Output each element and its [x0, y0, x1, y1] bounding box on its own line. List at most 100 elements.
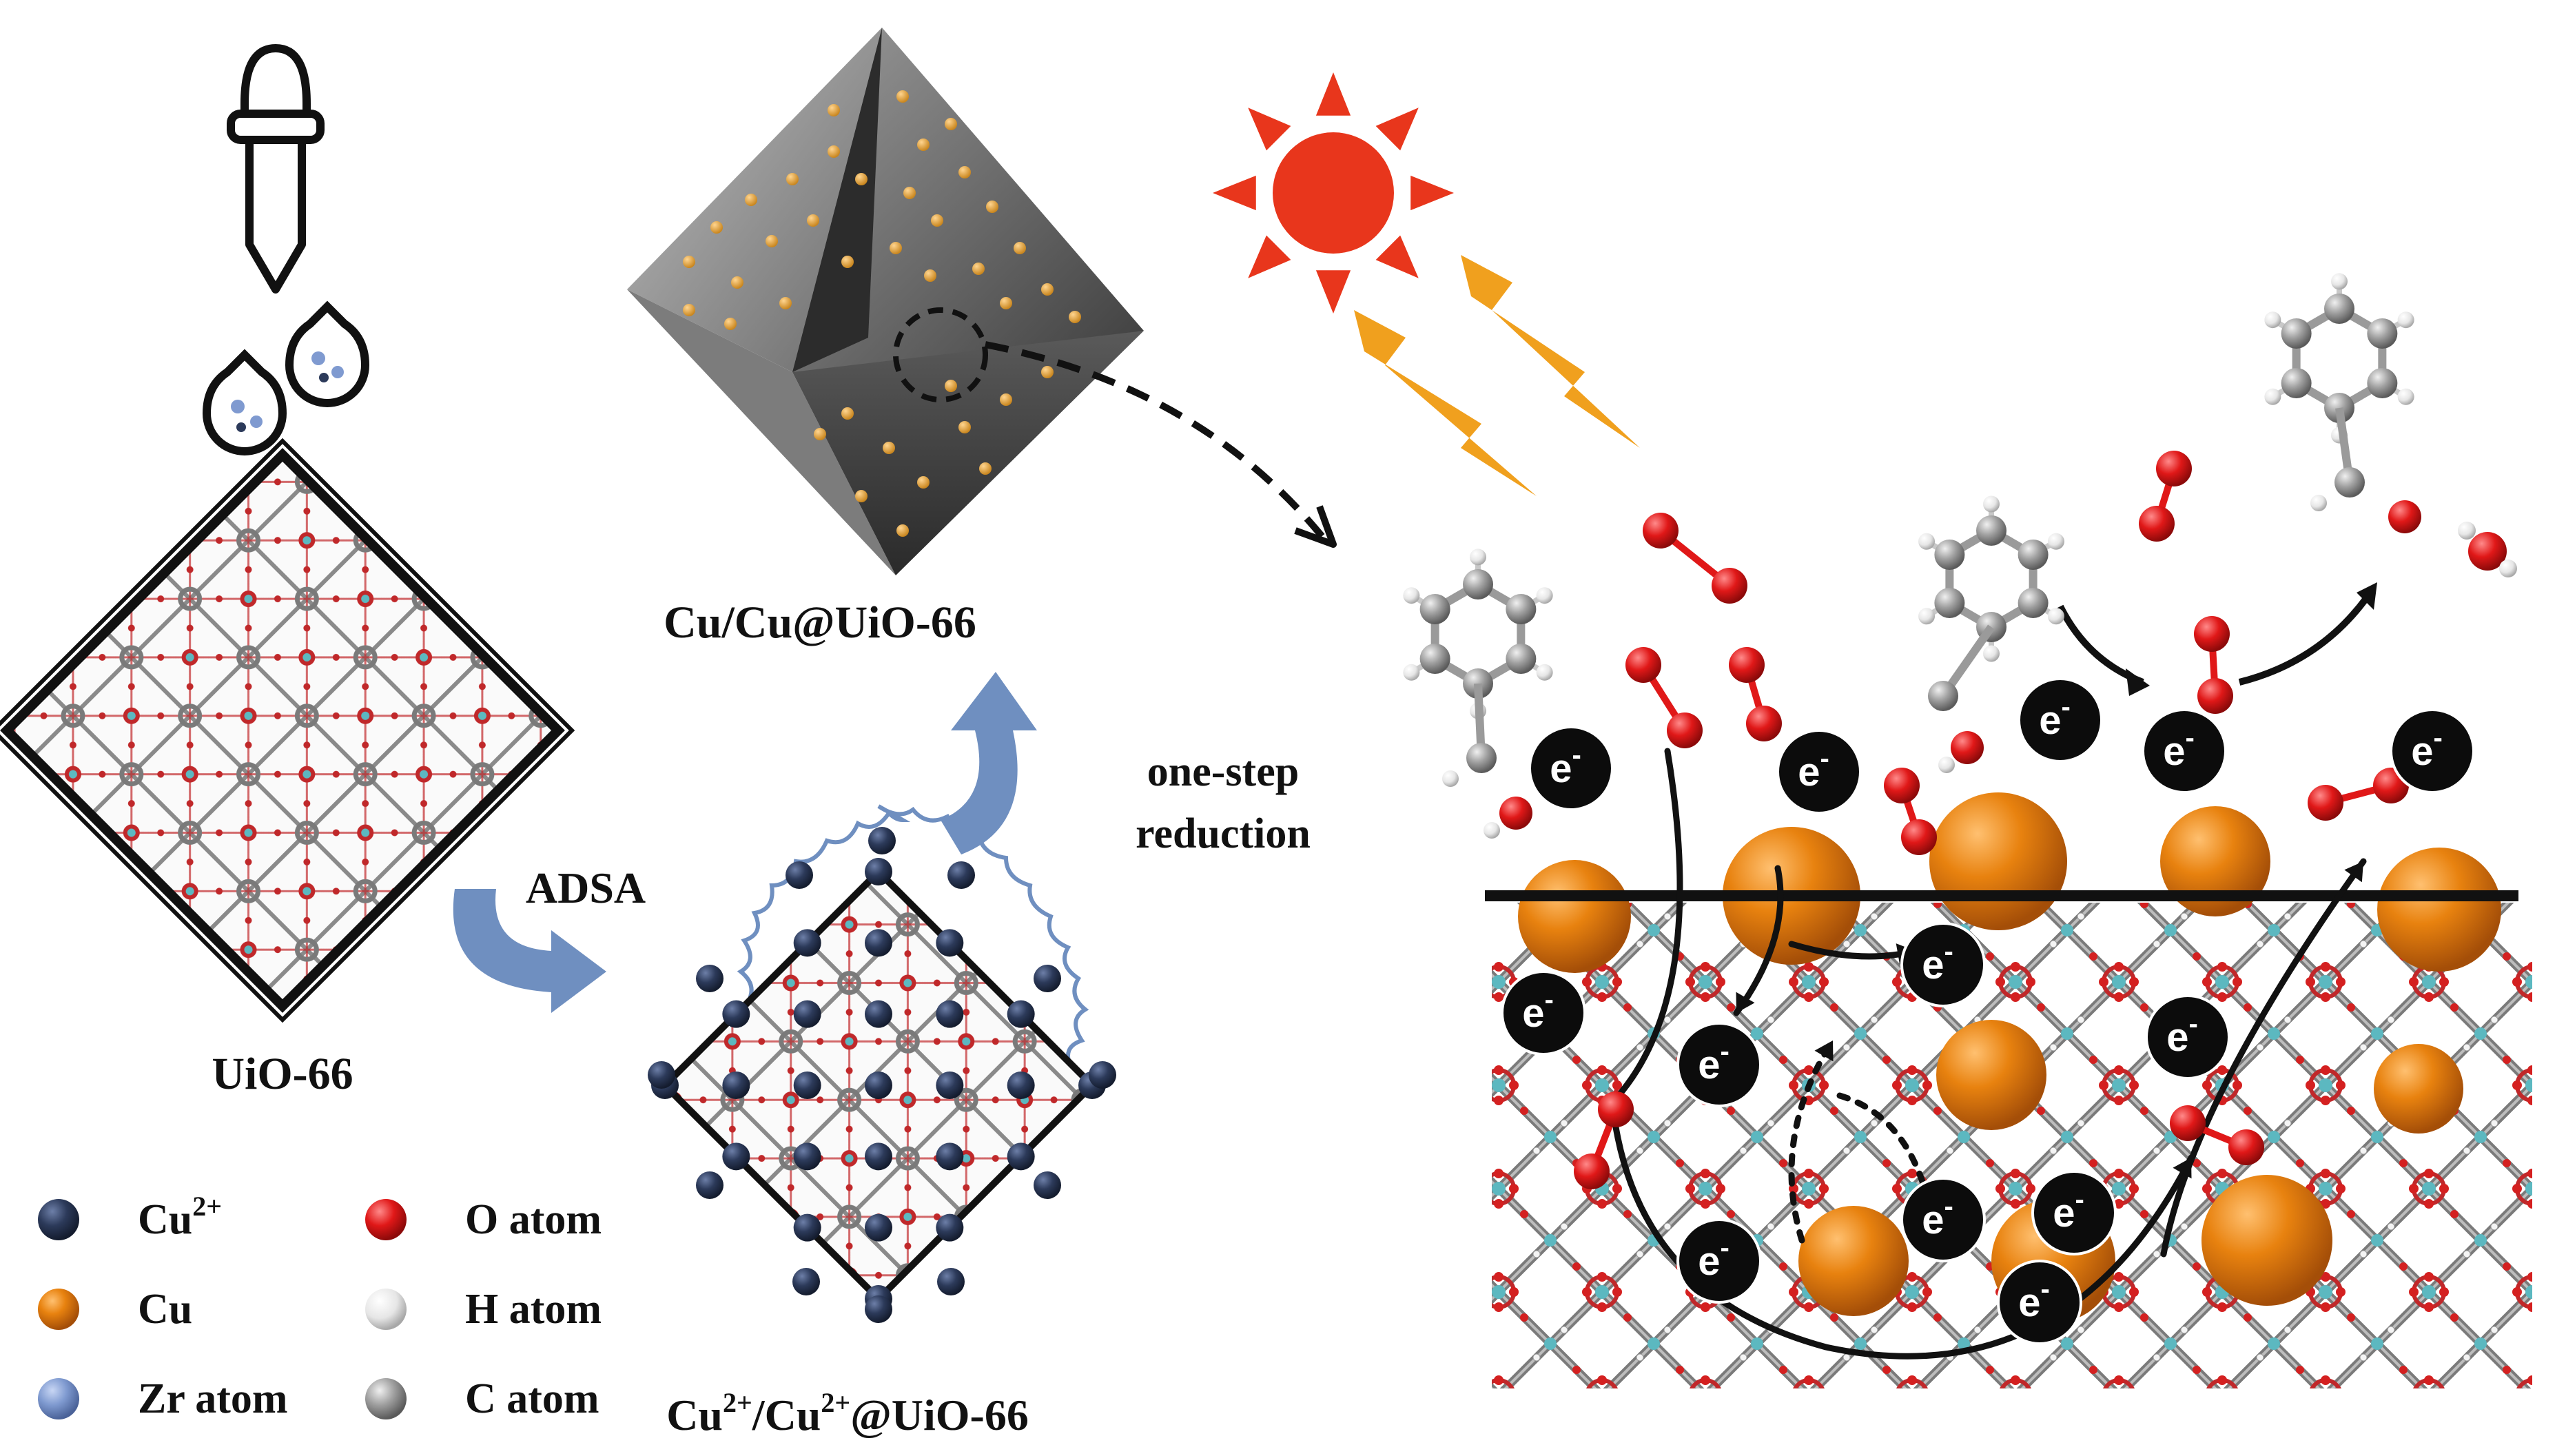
cu2-ion: [722, 1000, 750, 1028]
cu-particle-dot: [1000, 393, 1012, 406]
h-atom: [2047, 608, 2064, 625]
uio66-crystal: [0, 438, 575, 1023]
cu-nanoparticle: [2201, 1175, 2332, 1306]
electrons: e-e-e-e-e-e-e-e-e-e-e-e-e-: [1501, 677, 2475, 1345]
cu2-ion: [865, 1072, 892, 1099]
o-atom: [2228, 1129, 2264, 1165]
cu2-ion: [865, 1295, 892, 1323]
c-atom: [1928, 681, 1958, 711]
electron-label: e-: [1698, 1233, 1730, 1284]
c-atom: [2334, 467, 2365, 498]
o-atom: [2468, 532, 2507, 571]
cu-particle-dot: [855, 173, 868, 185]
cu-particle-dot: [724, 318, 737, 330]
legend-swatch: [365, 1289, 407, 1330]
h-atom: [1983, 645, 2000, 662]
electron-label: e-: [1522, 985, 1554, 1036]
cu-particle-dot: [807, 214, 819, 227]
electron: e-: [2018, 677, 2103, 763]
h-atom: [1484, 822, 1500, 839]
electron-label: e-: [1550, 740, 1581, 791]
adsa-arrow: [453, 889, 606, 1013]
cu-particle-dot: [945, 118, 957, 130]
cu2-uio66-crystal: [648, 804, 1116, 1323]
legend-item-o: O atom: [365, 1196, 602, 1243]
cu-particle-dot: [890, 242, 902, 254]
cu2-ion: [696, 1171, 723, 1199]
molecules: [1403, 273, 2517, 1189]
cu2-ion: [865, 1000, 892, 1028]
h-atom: [1536, 587, 1553, 604]
legend-swatch: [365, 1378, 407, 1419]
o-atom: [1729, 647, 1765, 683]
sun-ray: [1375, 235, 1419, 278]
cu-particle-dot: [731, 276, 743, 289]
cu-nanoparticle: [2374, 1044, 2463, 1134]
cu-particle-dot: [841, 407, 854, 420]
cu2-ion: [1007, 1000, 1035, 1028]
zoom-arrowhead: [1294, 505, 1337, 548]
legend-swatch: [38, 1199, 79, 1240]
cu2-ion: [793, 1072, 821, 1099]
electron-label: e-: [1698, 1036, 1730, 1087]
cu-particle-dot: [945, 380, 957, 392]
o-atom: [1574, 1153, 1610, 1189]
arrow-head: [2344, 861, 2363, 883]
h-atom: [2397, 388, 2414, 405]
electron-label: e-: [2018, 1274, 2050, 1325]
h-atom: [2310, 495, 2327, 511]
c-atom: [1466, 743, 1497, 773]
cu-particle-dot: [883, 442, 895, 454]
legend-label: O atom: [465, 1196, 602, 1243]
c-atom: [1419, 644, 1450, 674]
o-atom: [1499, 797, 1532, 830]
cu2-ion: [936, 929, 964, 957]
cu-particle-dot: [1000, 297, 1012, 309]
cu-particle-dot: [683, 304, 695, 316]
arrow-head: [2357, 582, 2377, 610]
o-atom: [1667, 712, 1703, 748]
electron: e-: [2142, 708, 2227, 794]
legend-item-cu2: Cu2+: [38, 1191, 222, 1243]
electron-label: e-: [2163, 723, 2195, 774]
cu2-ion: [937, 1268, 965, 1295]
legend-item-h: H atom: [365, 1286, 602, 1333]
cu2-ion: [786, 861, 813, 889]
reduction-arrow: [941, 672, 1037, 854]
electron: e-: [1900, 922, 1986, 1007]
o-atom: [2197, 678, 2233, 714]
cu-particle-dot: [1041, 283, 1054, 296]
cu2-ion: [936, 1213, 964, 1242]
cu-particle-dot: [841, 256, 854, 268]
cu2-ion: [1034, 965, 1061, 992]
sun-ray: [1315, 72, 1351, 116]
cu2-ion: [696, 965, 723, 992]
c-atom: [1463, 569, 1493, 599]
arrow-to-o2: [2057, 604, 2144, 686]
cu-particle-dot: [786, 173, 799, 185]
c-atom: [2281, 368, 2312, 398]
legend-swatch: [365, 1199, 407, 1240]
c-atom: [2018, 540, 2049, 570]
zoom-dashed-arrow: [985, 341, 1326, 540]
sun-ray: [1410, 175, 1454, 211]
c-atom: [2367, 318, 2398, 349]
c-atom: [1934, 588, 1965, 618]
legend-label: Cu: [138, 1286, 192, 1333]
sun-ray: [1248, 107, 1291, 151]
cu-particle-dot: [896, 524, 909, 537]
electron-label: e-: [2039, 692, 2071, 743]
o-atom: [1643, 513, 1679, 548]
o-atom: [2170, 1105, 2206, 1141]
legend-item-zr: Zr atom: [38, 1375, 288, 1422]
h-atom: [2397, 311, 2414, 329]
electron: e-: [1776, 729, 1862, 814]
legend-label: H atom: [465, 1286, 602, 1333]
cu-nanoparticle: [2160, 806, 2270, 916]
h-atom: [2264, 388, 2281, 405]
o-atom: [1951, 731, 1984, 764]
o-atom: [1598, 1091, 1634, 1127]
h-atom: [2499, 560, 2517, 577]
electron: e-: [2145, 994, 2230, 1080]
c-atom: [2324, 294, 2354, 324]
